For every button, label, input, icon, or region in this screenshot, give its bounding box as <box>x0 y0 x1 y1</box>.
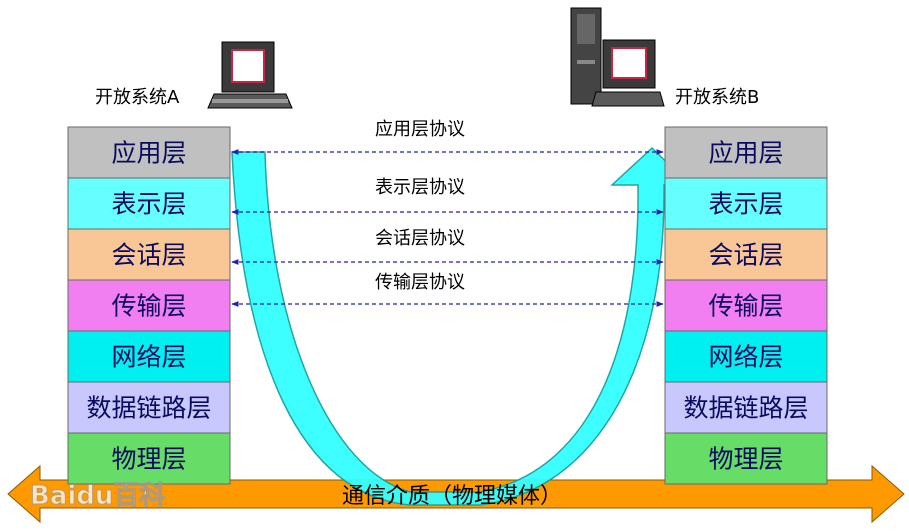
watermark-text: Baidu百科 <box>30 481 165 511</box>
layer-label-a-4: 网络层 <box>111 343 186 372</box>
layer-label-b-3: 传输层 <box>708 292 783 321</box>
layer-label-a-5: 数据链路层 <box>86 394 211 423</box>
computer-b-icon <box>570 7 665 107</box>
layer-label-a-1: 表示层 <box>111 190 186 219</box>
system-b-label: 开放系统B <box>675 87 759 108</box>
layer-label-a-0: 应用层 <box>111 139 186 168</box>
layer-box-b-6 <box>664 432 828 485</box>
watermark-logo: Baidu百科 <box>30 481 166 512</box>
protocol-label-1: 表示层协议 <box>375 177 465 198</box>
flow-arrow <box>231 146 692 506</box>
protocol-lines <box>231 149 664 307</box>
layer-box-a-4 <box>67 330 231 383</box>
computer-a-icon <box>207 41 293 109</box>
layer-box-a-2 <box>67 228 231 281</box>
layer-box-a-5 <box>67 381 231 434</box>
layer-label-a-3: 传输层 <box>111 292 186 321</box>
layer-box-b-5 <box>664 381 828 434</box>
layer-label-b-4: 网络层 <box>708 343 783 372</box>
layer-label-b-2: 会话层 <box>708 241 783 270</box>
layer-box-b-4 <box>664 330 828 383</box>
layer-label-b-1: 表示层 <box>708 190 783 219</box>
layer-box-b-0 <box>664 126 828 179</box>
system-a-label: 开放系统A <box>95 87 180 108</box>
layer-box-a-3 <box>67 279 231 332</box>
layer-label-a-6: 物理层 <box>111 445 186 474</box>
layer-box-a-0 <box>67 126 231 179</box>
layer-box-b-3 <box>664 279 828 332</box>
protocol-label-2: 会话层协议 <box>375 228 465 249</box>
layer-label-b-6: 物理层 <box>708 445 783 474</box>
layer-label-a-2: 会话层 <box>111 241 186 270</box>
layer-label-b-5: 数据链路层 <box>683 394 808 423</box>
protocol-label-3: 传输层协议 <box>375 272 465 293</box>
protocol-label-0: 应用层协议 <box>375 119 465 140</box>
layer-box-a-6 <box>67 432 231 485</box>
layer-box-b-1 <box>664 177 828 230</box>
medium-label: 通信介质（物理媒体） <box>342 484 562 509</box>
layer-label-b-0: 应用层 <box>708 139 783 168</box>
